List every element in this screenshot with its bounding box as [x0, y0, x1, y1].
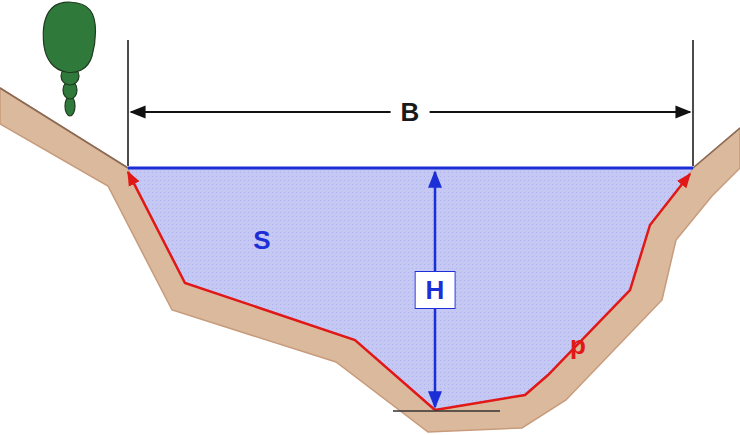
- bank-line: [0, 88, 128, 168]
- water-area: [128, 168, 693, 410]
- bed-reference: [393, 410, 500, 412]
- water-surface: [128, 167, 693, 170]
- wetted-perimeter: [435, 174, 690, 410]
- area-label: S: [253, 227, 270, 253]
- depth-label: H: [415, 271, 456, 309]
- wetted-perimeter: [128, 172, 435, 410]
- perimeter-label: p: [570, 332, 586, 358]
- bank-line: [693, 128, 740, 168]
- tree: [43, 2, 95, 116]
- width-label: B: [391, 97, 430, 127]
- extension-line: [127, 40, 129, 166]
- ground-band: [0, 88, 740, 432]
- extension-line: [692, 40, 694, 166]
